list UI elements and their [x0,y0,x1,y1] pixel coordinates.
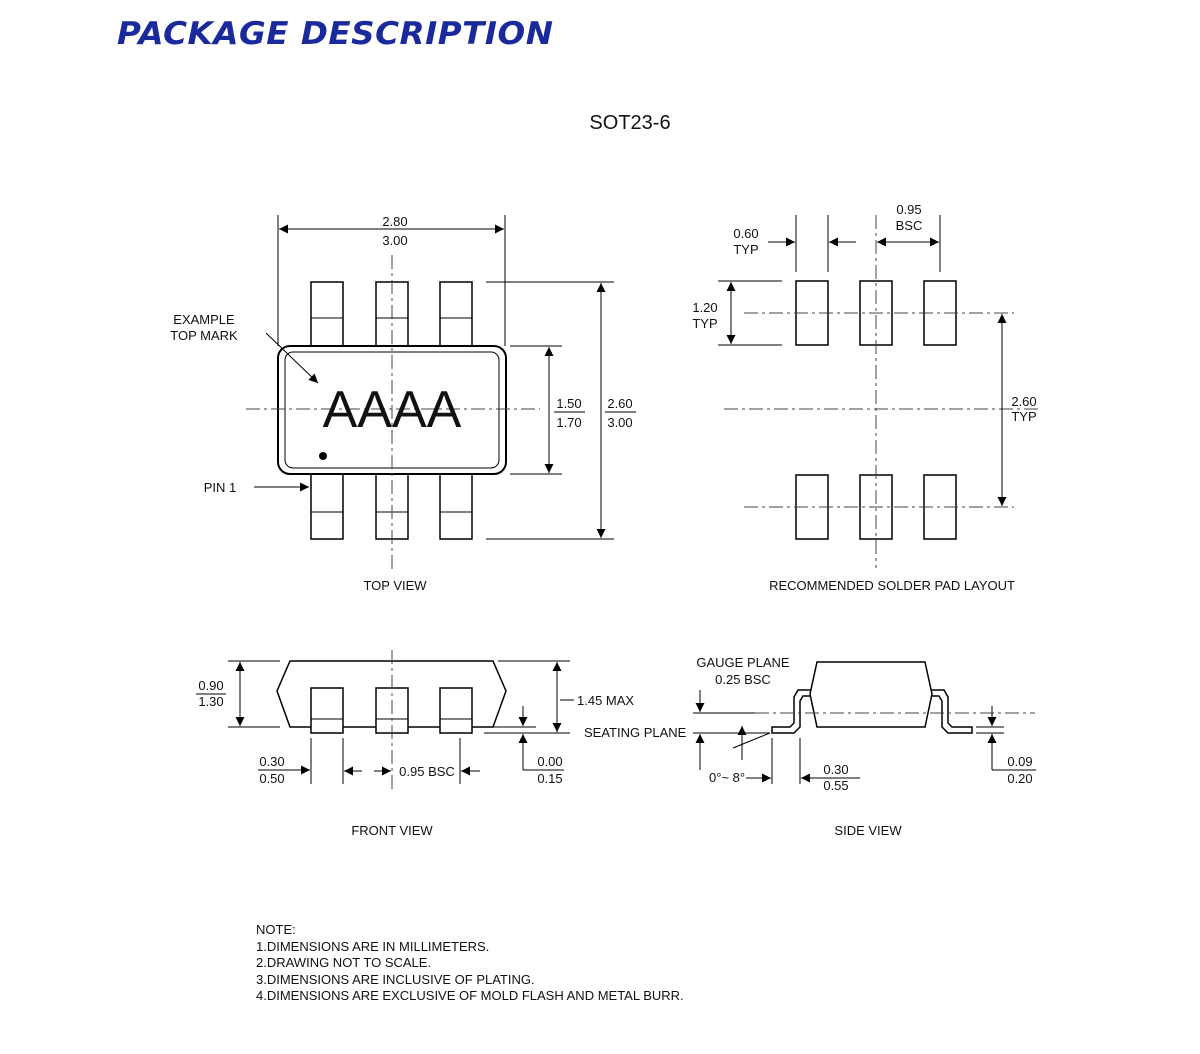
dim-lead-width-min: 0.30 [259,754,284,769]
pin1-dot [319,452,327,460]
notes-heading: NOTE: [256,922,296,937]
dim-foot-min: 0.30 [823,762,848,777]
top-mark-label-2: TOP MARK [170,328,238,343]
dim-standoff-min: 0.00 [537,754,562,769]
pin1-label: PIN 1 [204,480,237,495]
dim-overall-min: 2.60 [607,396,632,411]
dim-max-height: 1.45 MAX [577,693,634,708]
dim-pad-width: 0.60 [733,226,758,241]
dim-body-max: 1.70 [556,415,581,430]
note-item: 1.DIMENSIONS ARE IN MILLIMETERS. [256,938,490,954]
front-view-caption: FRONT VIEW [351,823,433,838]
dim-body-height-max: 1.30 [198,694,223,709]
solder-pad-layout: 0.60 TYP 0.95 BSC 1.20 TYP 2.60 TYP RECO… [692,202,1040,593]
dim-pitch-note: BSC [896,218,923,233]
pad-layout-caption: RECOMMENDED SOLDER PAD LAYOUT [769,578,1015,593]
side-view-caption: SIDE VIEW [834,823,902,838]
dim-body-height-min: 0.90 [198,678,223,693]
dim-lead-angle: 0°~ 8° [709,770,745,785]
dim-pad-length-note: TYP [692,316,717,331]
note-item: 2.DRAWING NOT TO SCALE. [256,955,432,970]
gauge-plane-label: GAUGE PLANE [696,655,790,670]
dim-pad-width-note: TYP [733,242,758,257]
notes-block: NOTE: 1.DIMENSIONS ARE IN MILLIMETERS. 2… [256,922,684,1005]
dim-lead-width-max: 0.50 [259,771,284,786]
dim-overall-max: 3.00 [607,415,632,430]
note-item: 4.DIMENSIONS ARE EXCLUSIVE OF MOLD FLASH… [256,988,684,1003]
seating-plane-label: SEATING PLANE [584,725,687,740]
dim-thickness-min: 0.09 [1007,754,1032,769]
dim-span: 2.60 [1011,394,1036,409]
page-title: PACKAGE DESCRIPTION [117,16,554,52]
dim-width-min: 2.80 [382,214,407,229]
package-name: SOT23-6 [589,112,670,134]
dim-front-pitch: 0.95 BSC [399,764,455,779]
front-view: 0.90 1.30 1.45 MAX 0.00 0.15 SEATING PLA… [196,650,687,838]
dim-width-max: 3.00 [382,233,407,248]
dim-pad-length: 1.20 [692,300,717,315]
dim-pitch: 0.95 [896,202,921,217]
side-view: GAUGE PLANE 0.25 BSC 0°~ 8° 0.30 0.55 0.… [693,655,1036,838]
note-item: 3.DIMENSIONS ARE INCLUSIVE OF PLATING. [256,971,535,987]
gauge-plane-value: 0.25 BSC [715,672,771,687]
top-view: AAAA EXAMPLE TOP MARK PIN 1 2.80 3.00 1.… [170,214,636,593]
dim-span-note: TYP [1011,409,1036,424]
dim-foot-max: 0.55 [823,778,848,793]
top-view-caption: TOP VIEW [363,578,427,593]
dim-thickness-max: 0.20 [1007,771,1032,786]
top-mark-text: AAAA [323,381,462,439]
dim-body-min: 1.50 [556,396,581,411]
top-mark-label-1: EXAMPLE [173,312,235,327]
dim-standoff-max: 0.15 [537,771,562,786]
